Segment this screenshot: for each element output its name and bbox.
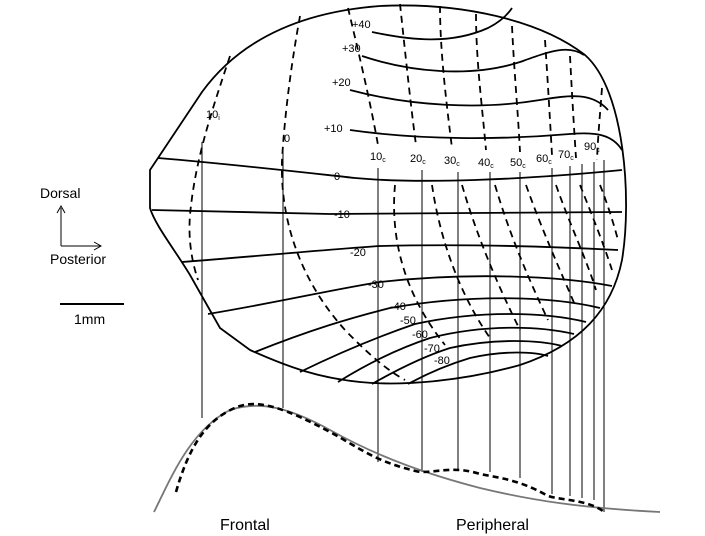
azimuth-contour-60c (544, 39, 553, 156)
azimuth-contour-20c (399, 3, 417, 146)
azimuth-contour-30c-lower (461, 184, 521, 331)
elevation-contour-minus60 (337, 326, 575, 383)
elevation-label: +30 (342, 43, 361, 55)
projection-lines (201, 142, 605, 512)
dashed-profile-trace (174, 402, 605, 514)
azimuth-contour-40c (475, 13, 487, 151)
scale-bar: 1mm (60, 303, 124, 327)
frontal-label: Frontal (220, 517, 270, 534)
azimuth-contour-50c (511, 25, 521, 153)
dorsal-label: Dorsal (40, 185, 80, 201)
elevation-contour-minus80 (407, 351, 549, 385)
elevation-label: -60 (412, 329, 428, 341)
elevation-label: +40 (352, 19, 371, 31)
azimuth-contour-10c-lower (393, 184, 446, 346)
dorsal-arrowhead-icon (56, 204, 66, 214)
azimuth-contour-20c-lower (431, 184, 491, 339)
azimuth-label: 10c (370, 151, 386, 164)
azimuth-contour-90c (596, 87, 603, 161)
azimuth-label: 90c (584, 141, 600, 154)
posterior-arrowhead-icon (93, 241, 103, 251)
elevation-contour-minus20 (181, 244, 619, 263)
azimuth-contour-50c-lower (525, 184, 576, 306)
elevation-label: -30 (368, 279, 384, 291)
elevation-contour-plus20 (349, 89, 609, 111)
posterior-label: Posterior (50, 251, 106, 267)
azimuth-label: 60c (536, 153, 552, 166)
azimuth-labels: 10i 0 10c 20c 30c 40c 50c 60c 70c 90c (206, 109, 600, 170)
azimuth-contour-90c-lower (599, 184, 619, 241)
scale-bar-label: 1mm (74, 311, 105, 327)
azimuth-contour-30c (439, 5, 453, 149)
elevation-contour-minus50 (299, 313, 587, 373)
elevation-label: 0 (334, 171, 340, 183)
azimuth-label: 20c (410, 153, 426, 166)
elevation-contour-minus30 (207, 275, 613, 315)
elevation-label: -50 (400, 315, 416, 327)
elevation-label: -70 (424, 343, 440, 355)
elevation-contour-minus70 (371, 340, 563, 385)
elevation-contour-plus40 (371, 7, 513, 41)
orientation-indicator: Dorsal Posterior (40, 185, 106, 267)
elevation-contour-plus10 (349, 129, 623, 151)
azimuth-label: 40c (478, 157, 494, 170)
azimuth-contour-10i (188, 55, 231, 281)
elevation-label: -20 (350, 247, 366, 259)
azimuth-contour-10c (347, 7, 379, 146)
elevation-contour-minus10 (151, 209, 623, 215)
azimuth-label: 30c (444, 155, 460, 168)
azimuth-contour-0 (281, 15, 406, 381)
elevation-label: -10 (334, 209, 350, 221)
azimuth-label: 70c (558, 149, 574, 162)
elevation-contour-plus30 (361, 48, 585, 73)
azimuth-label: 10i (206, 109, 220, 122)
azimuth-contour-70c (569, 55, 577, 159)
elevation-label: -80 (434, 355, 450, 367)
peripheral-label: Peripheral (456, 517, 529, 534)
elevation-label: +20 (332, 77, 351, 89)
elevation-labels: +40 +30 +20 +10 0 -10 -20 -30 -40 -50 -6… (324, 19, 450, 367)
surface-profile-line (153, 404, 661, 513)
map-outline (149, 4, 627, 385)
azimuth-contour-60c-lower (555, 184, 597, 291)
elevation-contour-zero (157, 157, 623, 182)
elevation-label: +10 (324, 123, 343, 135)
azimuth-label: 50c (510, 157, 526, 170)
elevation-label: -40 (390, 301, 406, 313)
azimuth-label: 0 (284, 133, 290, 145)
elevation-contours (151, 7, 623, 385)
